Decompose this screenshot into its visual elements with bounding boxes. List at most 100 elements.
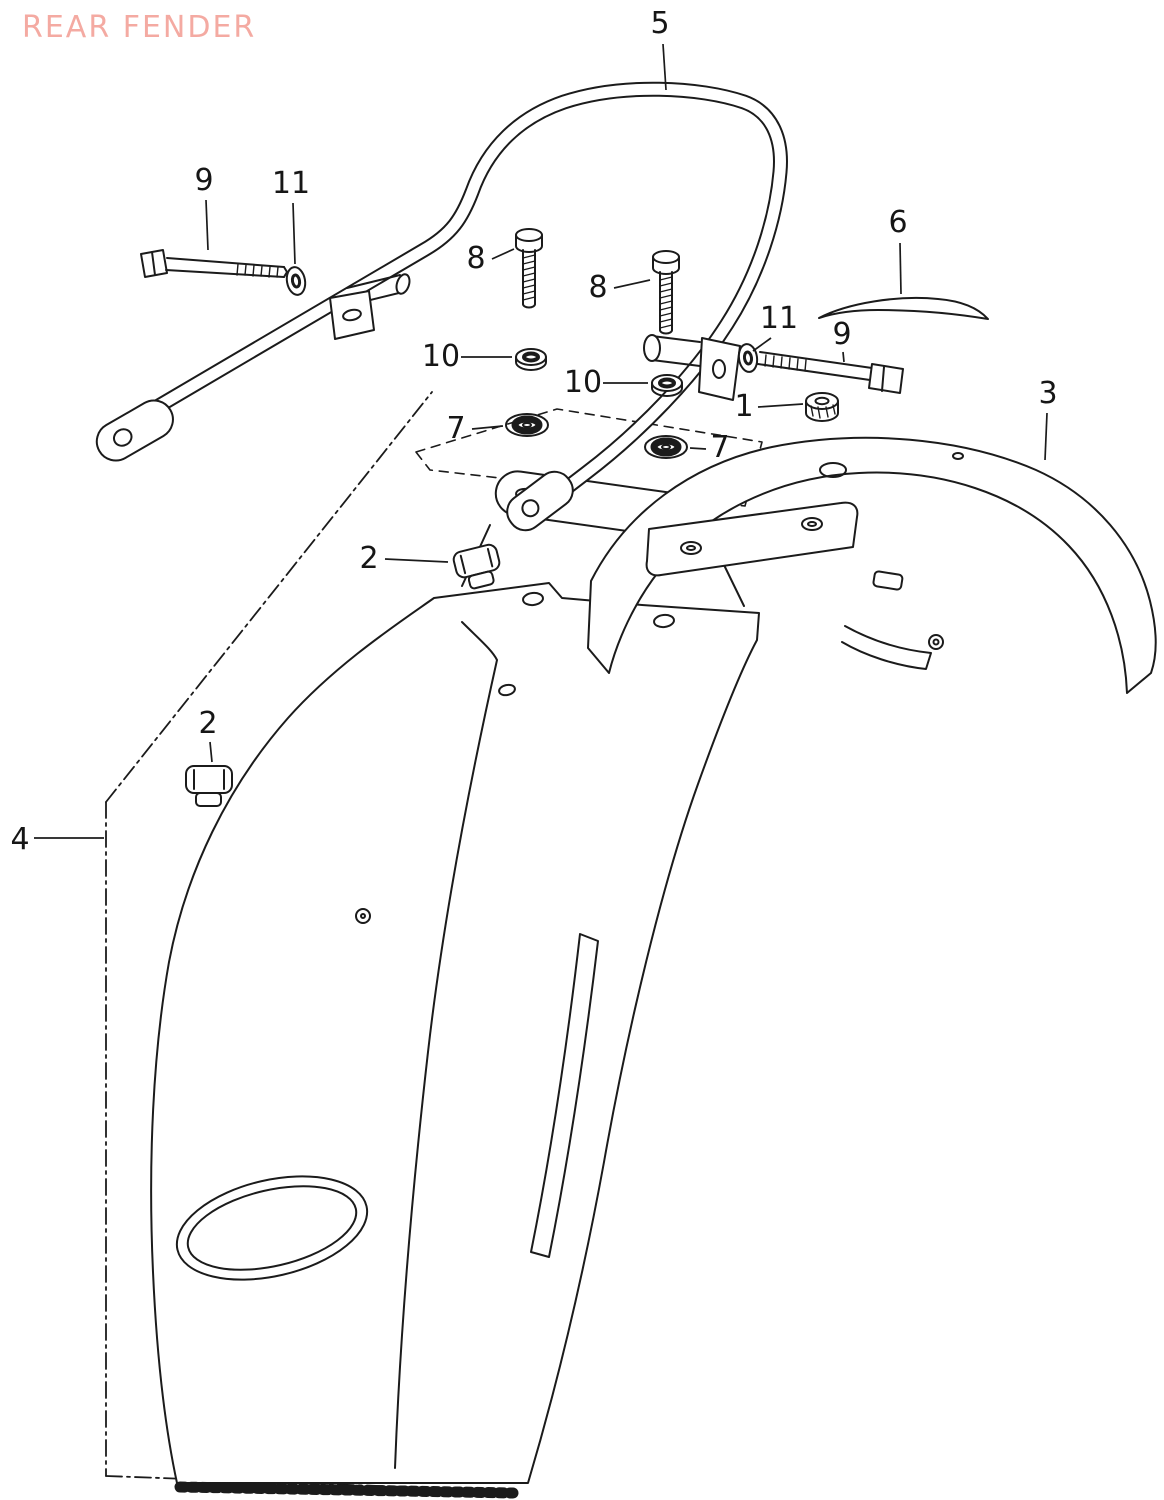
grommet-ring (511, 415, 543, 435)
upper-fender-outline (587, 436, 1157, 694)
part-number-label: 4 (10, 822, 29, 857)
clip-slots (459, 547, 494, 575)
bolt-hole (522, 591, 544, 607)
bolt-head-side (652, 256, 680, 275)
fender-hole (928, 634, 944, 650)
callout-11-left: 11 (272, 166, 310, 265)
bolt-head-side (515, 234, 543, 253)
part-number-label: 9 (832, 317, 851, 352)
bracket-hole-center (686, 545, 696, 551)
nut-10a-part (515, 348, 547, 371)
callout-10b: 10 (564, 365, 648, 400)
eyelet-tab (95, 399, 174, 462)
clip-tab (467, 570, 495, 590)
washer-11-left-part (285, 266, 307, 296)
callout-11-right: 11 (752, 301, 798, 352)
rail-right-boss (651, 335, 701, 367)
leader-line (757, 403, 804, 408)
bolt-tip (522, 303, 536, 309)
lower-fender-outline (150, 582, 760, 1484)
part-number-label: 7 (446, 411, 465, 446)
leader-line (384, 558, 449, 563)
collar-hatching (810, 404, 836, 419)
part-number-label: 6 (888, 205, 907, 240)
part-number-label: 1 (734, 389, 753, 424)
grommet-flange (644, 435, 688, 459)
small-hole (355, 908, 371, 924)
callout-7b: 7 (689, 430, 730, 465)
bolt-head-top (652, 250, 680, 264)
fender-hole (952, 452, 964, 460)
part-number-label: 10 (564, 365, 602, 400)
bracket-hole (680, 541, 702, 555)
bolt-threads (522, 254, 536, 301)
collar-side (805, 400, 839, 422)
grab-rail-right-eyelet (506, 470, 574, 532)
washer-outer (285, 266, 307, 296)
nut-outer (651, 374, 683, 392)
small-hole-center (360, 913, 366, 919)
callout-4: 4 (10, 822, 104, 857)
nut-side (651, 382, 683, 397)
part-number-label: 3 (1038, 376, 1057, 411)
bottom-hatch-edge (174, 1481, 519, 1499)
callout-8a: 8 (466, 241, 515, 276)
leader-line (689, 447, 707, 450)
leader-line (662, 43, 667, 91)
nut-hole (522, 351, 540, 363)
bolt-hole (653, 613, 675, 629)
taillight-opening (175, 1175, 369, 1281)
hex-facet (151, 251, 156, 276)
hex-head (868, 363, 904, 394)
grab-rail-part (95, 89, 781, 532)
part-number-label: 7 (710, 430, 729, 465)
grommet-7a-part (505, 413, 549, 437)
collar-hole (814, 396, 830, 406)
eyelet-tab (506, 470, 574, 532)
callout-9-right: 9 (832, 317, 852, 363)
bolt-threads (236, 263, 279, 278)
washer-hole (290, 273, 302, 289)
callouts: 5 9 11 8 8 6 1 (10, 6, 1057, 857)
grommet-hole (661, 444, 671, 450)
fender-hole (819, 462, 847, 478)
boundary-line-diagonal (105, 391, 433, 803)
small-hole (498, 683, 516, 697)
leader-line (292, 202, 296, 265)
rail-right-bracket (698, 337, 741, 401)
grommet-flange (505, 413, 549, 437)
washer-11-right-part (737, 343, 759, 373)
fender-crease-line (394, 621, 498, 1469)
clip-2b-part (185, 765, 233, 807)
part-number-label: 2 (198, 706, 217, 741)
leader-line (205, 199, 209, 251)
grommet-ring (650, 437, 682, 457)
fender-lower-bracket (841, 625, 932, 670)
opening-inner-edge (186, 1185, 358, 1271)
part-number-label: 9 (194, 163, 213, 198)
washer-hole (742, 350, 754, 366)
part-number-label: 11 (272, 166, 310, 201)
callout-3: 3 (1038, 376, 1058, 461)
mud-flap-part (818, 296, 989, 320)
part-number-label: 11 (760, 301, 798, 336)
callout-1: 1 (734, 389, 804, 424)
bolt-tip (283, 266, 288, 278)
part-number-label: 8 (466, 241, 485, 276)
grommet-7b-part (644, 435, 688, 459)
clip-slots (193, 769, 225, 790)
bracket-slot (342, 308, 362, 322)
fender-hole-center (932, 638, 940, 646)
part-number-label: 8 (588, 270, 607, 305)
opening-outer-edge (175, 1175, 369, 1281)
bracket-hole-center (807, 521, 817, 527)
boss-open-end (643, 334, 661, 362)
leader-line (1044, 412, 1048, 461)
eyelet-hole (112, 428, 133, 447)
bracket-hole (801, 517, 823, 531)
leader-line (613, 279, 651, 289)
bolt-head-top (515, 228, 543, 242)
clip-body (185, 765, 233, 794)
